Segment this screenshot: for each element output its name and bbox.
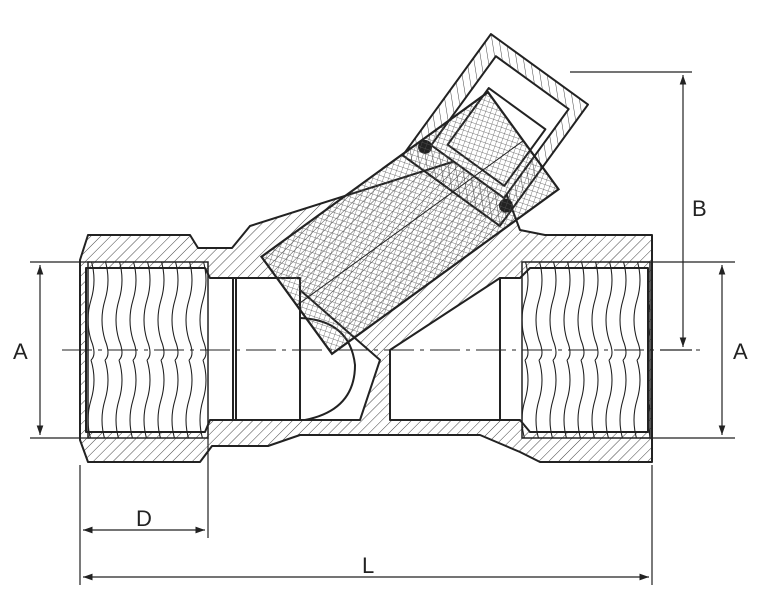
flow-passage-outline	[235, 278, 501, 421]
dimension-label-b: B	[692, 196, 707, 221]
mesh-screen	[259, 90, 561, 356]
dimension-a-left	[30, 261, 90, 439]
dimension-b	[570, 71, 692, 351]
dimension-label-d: D	[136, 506, 152, 531]
dimension-l	[83, 465, 653, 585]
dimension-label-a-left: A	[13, 339, 28, 364]
dimension-a-right	[640, 261, 735, 439]
dimension-d	[79, 438, 209, 585]
dimension-label-a-right: A	[733, 339, 748, 364]
dimension-label-l: L	[362, 553, 375, 578]
